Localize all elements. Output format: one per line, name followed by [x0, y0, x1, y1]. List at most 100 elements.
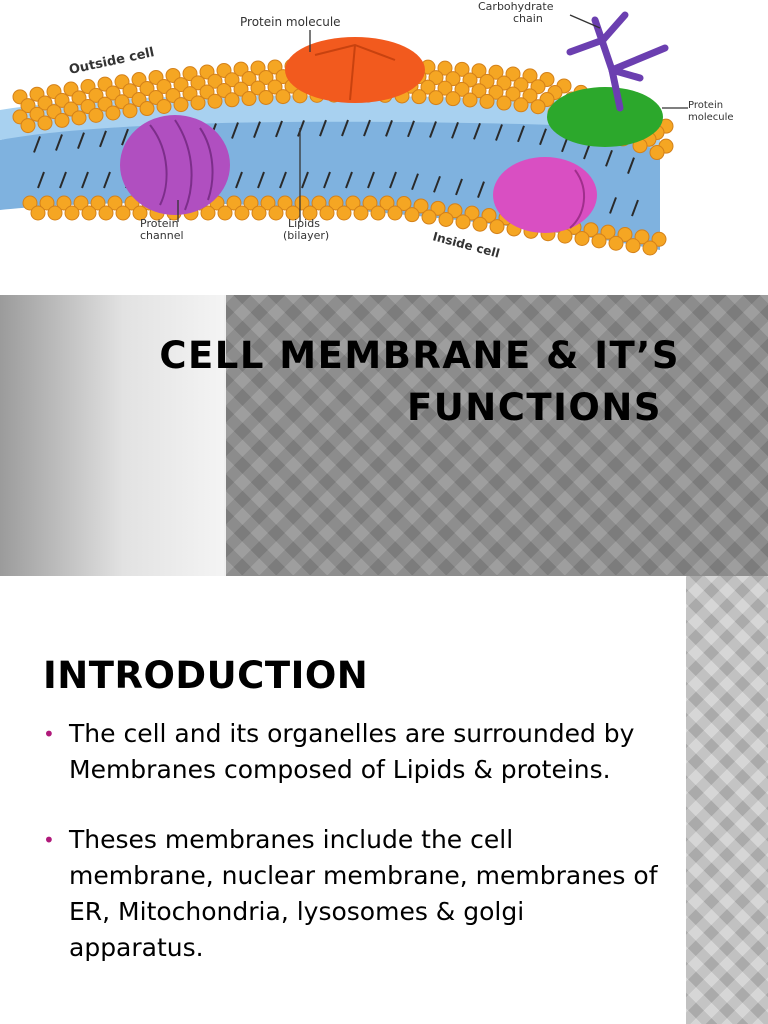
lipid-head — [64, 205, 80, 221]
label-carbohydrate-line1: Carbohydrate — [478, 0, 554, 13]
lipid-head — [243, 195, 259, 211]
lipid-head — [98, 205, 114, 221]
lipid-head — [173, 77, 189, 93]
lipid-head — [600, 224, 616, 240]
lipid-head — [496, 95, 512, 111]
lipid-head — [479, 93, 495, 109]
lipid-head — [241, 71, 257, 87]
lipid-head — [447, 203, 463, 219]
lipid-head — [115, 205, 131, 221]
lipid-head — [649, 145, 665, 161]
lipid-head — [591, 233, 607, 249]
lipid-head — [267, 59, 283, 75]
lipid-head — [190, 95, 206, 111]
lipid-head — [207, 93, 223, 109]
lipid-head — [328, 195, 344, 211]
lipid-head — [302, 205, 318, 221]
lipid-head — [224, 92, 240, 108]
label-protein-channel-line2: channel — [140, 229, 184, 242]
protein-pink — [493, 157, 597, 233]
lipid-head — [90, 195, 106, 211]
lipid-head — [105, 105, 121, 121]
lipid-head — [462, 92, 478, 108]
lipid-head — [420, 79, 436, 95]
lipid-head — [241, 91, 257, 107]
lipid-head — [411, 89, 427, 105]
lipid-head — [370, 205, 386, 221]
label-lipids-line1: Lipids — [288, 217, 320, 230]
lipid-head — [30, 205, 46, 221]
bullet-text: Theses membranes include the cell membra… — [69, 825, 658, 962]
lipid-head — [275, 89, 291, 105]
title-slide: CELL MEMBRANE & IT’S FUNCTIONS — [0, 295, 768, 576]
lipid-head — [428, 70, 444, 86]
protein-molecule-green — [547, 87, 663, 147]
lipid-head — [54, 112, 70, 128]
lipid-head — [217, 205, 233, 221]
intro-decorative-sidebar — [686, 576, 768, 1024]
lipid-head — [258, 89, 274, 105]
lipid-head — [39, 195, 55, 211]
lipid-head — [22, 195, 38, 211]
lipid-head — [132, 205, 148, 221]
lipid-head — [224, 72, 240, 88]
lipid-head — [522, 68, 538, 84]
slide-title-line2: FUNCTIONS — [406, 386, 662, 429]
lipid-head — [250, 60, 266, 76]
lipid-head — [71, 110, 87, 126]
lipid-head — [88, 87, 104, 103]
lipid-head — [505, 66, 521, 82]
lipid-head — [438, 211, 454, 227]
lipid-head — [260, 195, 276, 211]
lipid-head — [437, 60, 453, 76]
bullet-text: The cell and its organelles are surround… — [69, 719, 635, 784]
lipid-head — [207, 73, 223, 89]
membrane-diagram-slide: Protein molecule Carbohydrate chain Prot… — [0, 0, 768, 295]
introduction-slide: INTRODUCTION • The cell and its organell… — [0, 576, 768, 1024]
lipid-head — [454, 81, 470, 97]
lipid-head — [488, 84, 504, 100]
lipid-head — [71, 90, 87, 106]
intro-heading: INTRODUCTION — [43, 654, 369, 697]
lipid-head — [471, 83, 487, 99]
lipid-head — [489, 219, 505, 235]
lipid-head — [413, 198, 429, 214]
lipid-head — [20, 98, 36, 114]
lipid-head — [513, 97, 529, 113]
lipid-head — [505, 86, 521, 102]
lipid-head — [54, 92, 70, 108]
carbohydrate-chain — [566, 11, 669, 112]
label-protein-molecule-right-line2: molecule — [688, 112, 734, 123]
lipid-head — [107, 195, 123, 211]
lipid-head — [404, 207, 420, 223]
lipid-head — [617, 227, 633, 242]
lipid-head — [387, 205, 403, 221]
lipid-head — [173, 97, 189, 113]
bullet-icon: • — [43, 828, 55, 852]
intro-bullet-list: • The cell and its organelles are surrou… — [43, 716, 663, 1000]
lipid-head — [156, 99, 172, 115]
lipid-head — [277, 195, 293, 211]
lipid-head — [379, 195, 395, 211]
protein-channel — [120, 115, 230, 215]
lipid-head — [73, 195, 89, 211]
label-protein-molecule-top: Protein molecule — [240, 15, 341, 29]
lipid-head — [122, 83, 138, 99]
lipid-head — [530, 99, 546, 115]
lipid-head — [311, 195, 327, 211]
lipid-head — [421, 209, 437, 225]
lipid-head — [250, 80, 266, 96]
membrane-diagram: Protein molecule Carbohydrate chain Prot… — [0, 0, 734, 261]
lipid-head — [37, 95, 53, 111]
lipid-head — [258, 69, 274, 85]
lipid-head — [81, 205, 97, 221]
lipid-head — [583, 222, 599, 238]
lipid-head — [464, 205, 480, 221]
lipid-head — [251, 205, 267, 221]
lipid-head — [294, 195, 310, 211]
lipid-head — [267, 79, 283, 95]
lipid-head — [471, 63, 487, 79]
lipid-head — [319, 205, 335, 221]
title-slide-left-panel — [0, 295, 226, 576]
lipid-head — [268, 205, 284, 221]
